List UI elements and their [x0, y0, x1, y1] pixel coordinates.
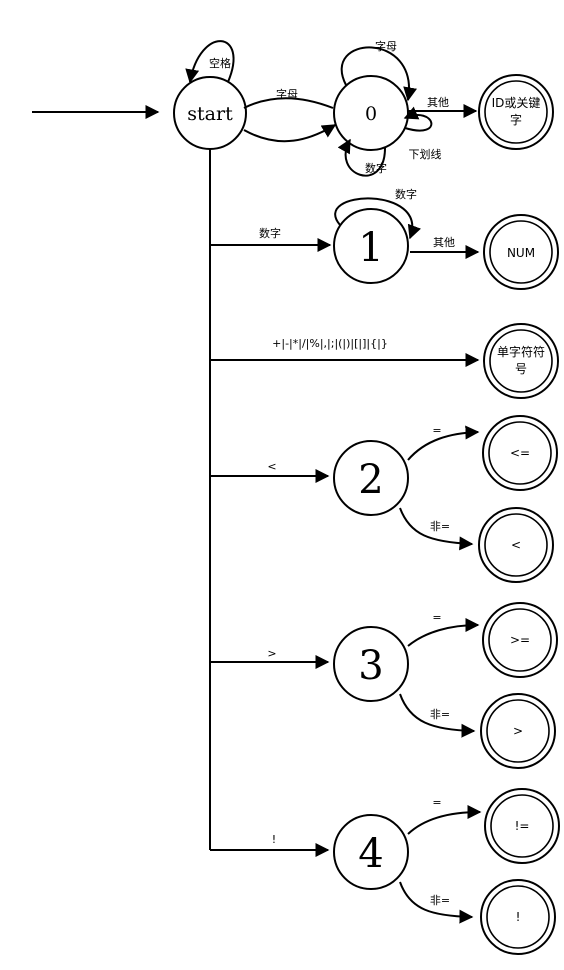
edge-0-self-underscore: [403, 106, 433, 132]
edge-label-2-neq: 非=: [430, 520, 450, 533]
final-id-label-line2: 字: [510, 112, 522, 127]
edge-label-start-to-2: <: [267, 460, 276, 473]
edge-label-0-self-digit: 数字: [365, 161, 387, 175]
final-ne-label: !=: [515, 819, 530, 833]
final-gt-label: >: [513, 724, 523, 738]
state-4: 4: [333, 814, 409, 890]
edge-label-start-to-3: >: [267, 647, 276, 660]
edge-2-to-lt: [399, 507, 474, 551]
state-start: start: [173, 76, 247, 150]
final-state-not: !: [480, 879, 556, 955]
final-state-lt: <: [478, 507, 554, 583]
edge-label-4-neq: 非=: [430, 894, 450, 907]
edge-start-to-0-lower: [243, 124, 337, 143]
final-single-label-line1: 单字符符: [497, 344, 545, 359]
final-state-num: NUM: [483, 214, 559, 290]
edge-start-to-0-upper: [243, 97, 334, 109]
final-state-ne: !=: [484, 788, 560, 864]
edge-label-0-self-underscore: 下划线: [409, 147, 442, 161]
state-0: 0: [333, 75, 409, 151]
edge-label-1-self: 数字: [395, 187, 417, 201]
final-state-gt: >: [480, 693, 556, 769]
state-0-label: 0: [365, 103, 377, 125]
edge-label-3-neq: 非=: [430, 708, 450, 721]
edge-label-0-other: 其他: [427, 96, 449, 109]
edge-label-start-to-1: 数字: [259, 226, 281, 240]
edge-label-4-eq: =: [432, 796, 441, 809]
final-single-label-line2: 号: [515, 362, 527, 376]
final-id-label-line1: ID或关键: [492, 96, 541, 110]
final-le-label: <=: [510, 446, 530, 460]
edge-label-start-to-single: +|-|*|/|%|,|;|(|)|[|]|{|}: [272, 337, 388, 350]
final-state-le: <=: [482, 415, 558, 491]
edge-label-0-self-letter: 字母: [375, 39, 397, 53]
final-state-ge: >=: [482, 602, 558, 678]
edge-start-self-loop: [185, 40, 235, 84]
edge-0-self-digit: [337, 138, 386, 177]
edge-2-to-le: [407, 425, 480, 461]
state-3: 3: [333, 626, 409, 702]
final-num-label: NUM: [507, 246, 535, 260]
edge-label-1-other: 其他: [433, 236, 455, 249]
edge-label-start-self: 空格: [209, 56, 231, 70]
state-1: 1: [333, 208, 409, 284]
final-ge-label: >=: [510, 633, 530, 647]
state-2: 2: [333, 440, 409, 516]
state-3-label: 3: [358, 643, 383, 689]
state-2-label: 2: [358, 457, 383, 503]
edge-1-self-loop: [334, 197, 421, 240]
edge-label-start-to-4: !: [272, 833, 276, 846]
edge-label-3-eq: =: [432, 611, 441, 624]
edge-3-to-gt: [399, 693, 476, 738]
final-lt-label: <: [511, 538, 521, 552]
final-state-id: ID或关键 字: [478, 74, 554, 150]
state-start-label: start: [187, 103, 233, 125]
edge-label-start-to-0: 字母: [276, 87, 298, 101]
state-4-label: 4: [358, 831, 383, 877]
edge-3-to-ge: [407, 618, 480, 647]
edge-label-2-eq: =: [432, 424, 441, 437]
edge-0-self-letter: [340, 46, 418, 102]
final-not-label: !: [516, 910, 521, 924]
edge-4-to-not: [399, 881, 474, 924]
edge-4-to-ne: [407, 805, 482, 835]
state-1-label: 1: [358, 225, 383, 271]
final-state-single-symbol: 单字符符 号: [483, 323, 559, 399]
